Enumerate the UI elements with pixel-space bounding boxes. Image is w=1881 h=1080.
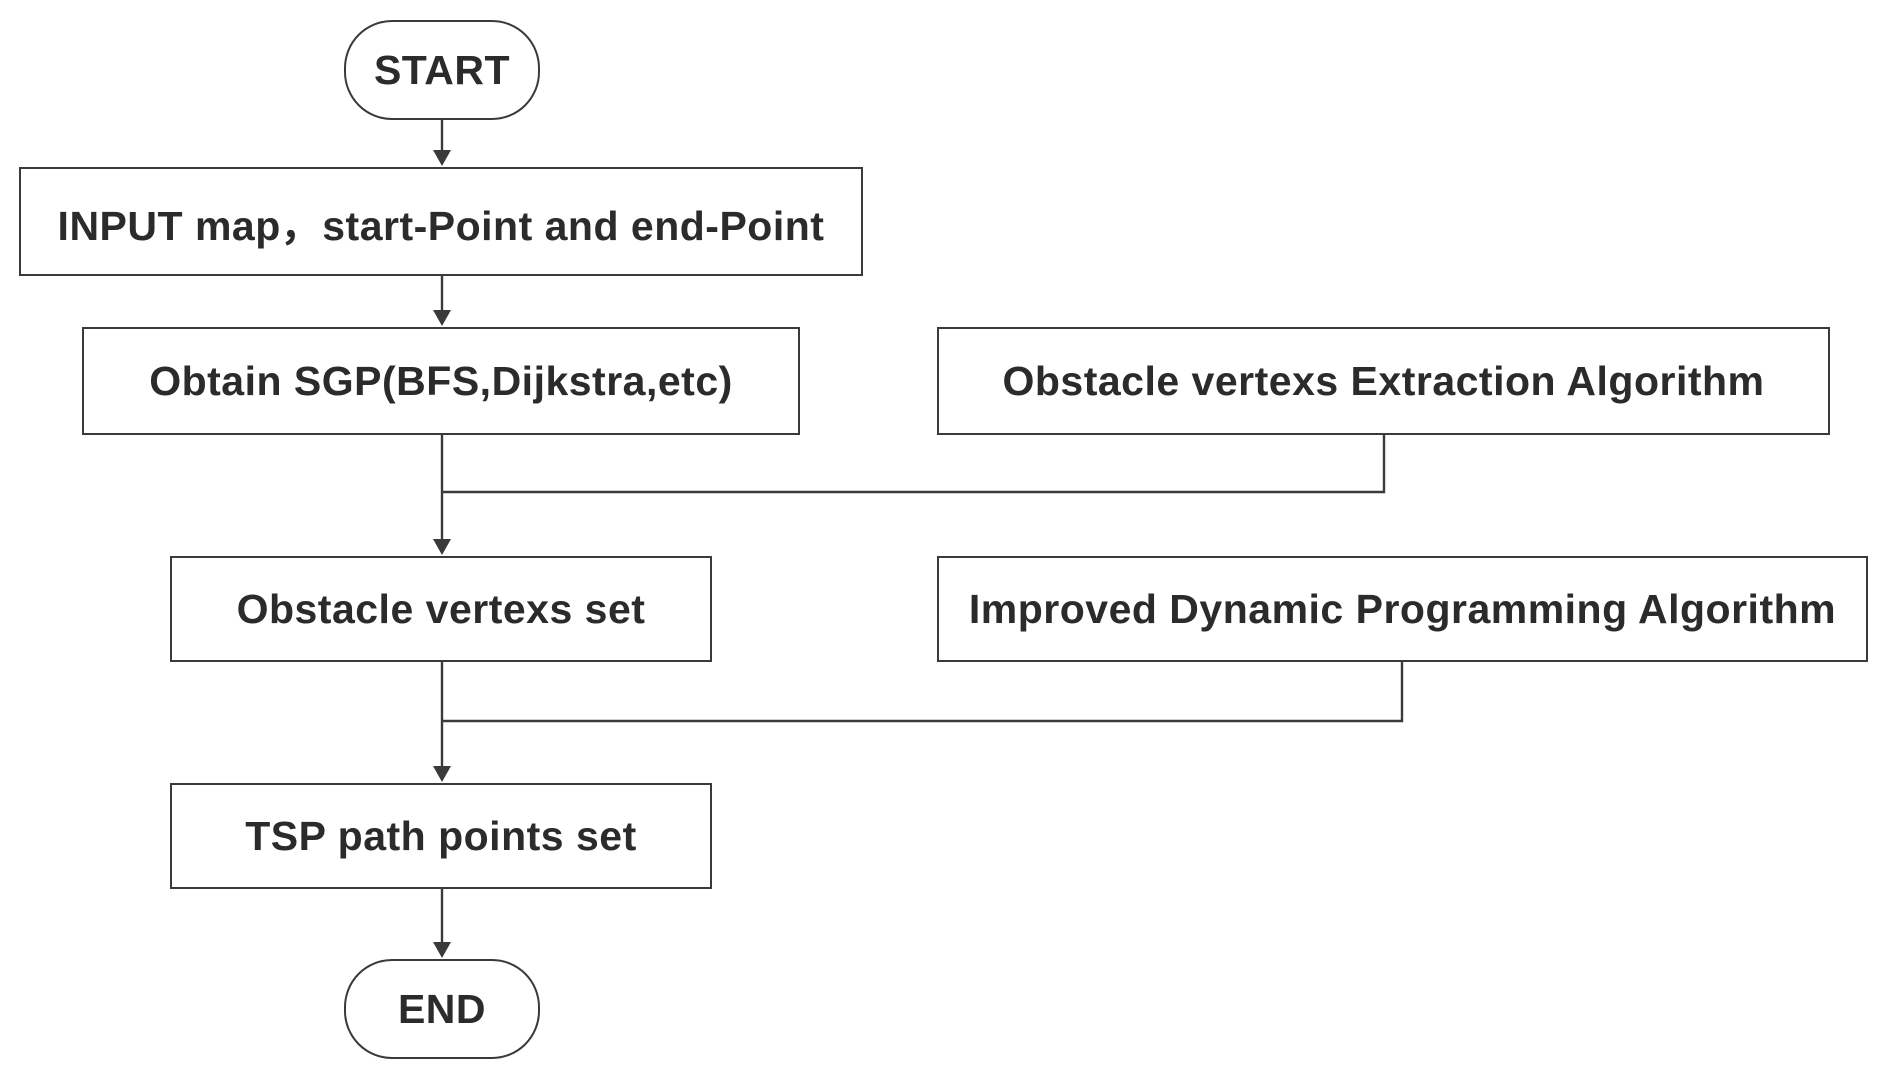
start-node: START: [344, 20, 540, 120]
edge-extraction-obstacleset: [442, 435, 1386, 494]
arrow-into-tsp: [433, 766, 451, 782]
arrow-tsp-end: [433, 942, 451, 958]
arrow-start-input: [433, 150, 451, 166]
obstacle-extraction-node: Obstacle vertexs Extraction Algorithm: [937, 327, 1830, 435]
improved-dp-node: Improved Dynamic Programming Algorithm: [937, 556, 1868, 662]
end-node: END: [344, 959, 540, 1059]
obtain-sgp-node: Obtain SGP(BFS,Dijkstra,etc): [82, 327, 800, 435]
input-node: INPUT map，start-Point and end-Point: [19, 167, 863, 276]
edge-improveddp-tsp: [442, 662, 1404, 723]
arrow-input-obtain: [433, 310, 451, 326]
arrow-into-obstacleset: [433, 539, 451, 555]
tsp-set-node: TSP path points set: [170, 783, 712, 889]
obstacle-set-node: Obstacle vertexs set: [170, 556, 712, 662]
